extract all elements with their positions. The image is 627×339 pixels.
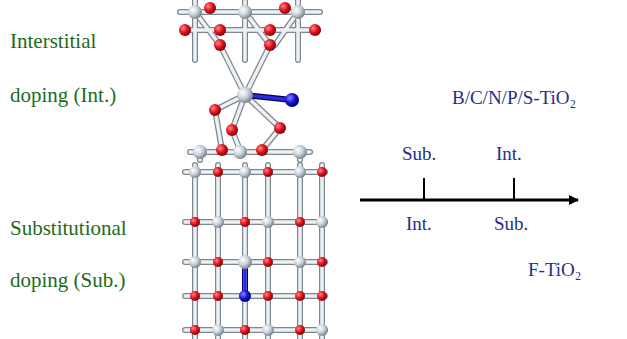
atom-ball <box>317 167 327 177</box>
atom-ball <box>204 2 216 14</box>
atom-ball <box>294 256 306 268</box>
bond-stick <box>243 165 247 339</box>
bond-outline <box>192 165 198 339</box>
atom-ball <box>263 167 273 177</box>
bond-outline <box>297 165 303 339</box>
atom-ball <box>291 5 305 19</box>
atom-ball <box>212 216 224 228</box>
atom-ball <box>309 24 321 36</box>
atom-ball <box>256 144 268 156</box>
atom-ball <box>262 324 274 336</box>
atom-ball <box>263 291 273 301</box>
atom-ball <box>179 24 191 36</box>
bond-stick <box>320 165 324 339</box>
dopant-group-label: F-TiO₂ <box>528 258 623 282</box>
atom-ball <box>316 216 328 228</box>
atom-ball <box>262 216 274 228</box>
atom-ball <box>233 145 247 159</box>
atom-ball <box>293 145 307 159</box>
axis-label: Sub. <box>494 212 554 236</box>
atom-ball <box>190 325 200 335</box>
atom-ball <box>263 257 273 267</box>
atom-ball <box>239 166 251 178</box>
atom-ball <box>274 122 286 134</box>
bond-outline <box>242 165 248 339</box>
atom-ball <box>238 255 252 269</box>
atom-ball <box>316 324 328 336</box>
bond-outline <box>319 165 325 339</box>
atom-balls <box>179 2 328 336</box>
bond-stick <box>298 165 302 339</box>
bond-stick <box>266 165 270 339</box>
atom-ball <box>212 324 224 336</box>
bond-outline <box>220 45 245 95</box>
atom-ball <box>213 291 223 301</box>
dopant-group-label: B/C/N/P/S-TiO₂ <box>452 86 624 110</box>
atom-ball <box>213 167 223 177</box>
bond-outline <box>190 149 310 155</box>
method-label: Substitutional doping (Sub.) <box>10 202 170 306</box>
axis-label: Int. <box>496 142 556 166</box>
axis-label: Sub. <box>402 142 462 166</box>
atom-ball <box>240 217 250 227</box>
atom-ball <box>214 24 226 36</box>
atom-ball <box>264 39 276 51</box>
bond-stick <box>215 110 222 150</box>
atom-ball <box>189 256 201 268</box>
atom-ball <box>279 2 291 14</box>
bond-stick <box>245 45 270 95</box>
atom-ball <box>238 5 252 19</box>
atom-ball <box>317 257 327 267</box>
bond-outline <box>215 165 221 339</box>
atom-ball <box>209 104 221 116</box>
bond-sticks <box>180 0 325 339</box>
axis-tick <box>423 178 425 200</box>
axis-label: Int. <box>406 212 466 236</box>
atom-ball <box>317 291 327 301</box>
atom-ball <box>190 217 200 227</box>
atom-ball <box>295 291 305 301</box>
bond-stick <box>193 165 197 339</box>
bond-outline <box>245 45 270 95</box>
axis-arrow <box>360 199 578 202</box>
atom-ball <box>226 124 238 136</box>
bond-outline <box>265 165 271 339</box>
atom-ball <box>190 291 200 301</box>
atom-ball <box>193 145 207 159</box>
method-label: Interstitial doping (Int.) <box>10 14 150 122</box>
atom-ball <box>239 290 251 302</box>
atom-ball <box>295 325 305 335</box>
axis-tick <box>513 178 515 200</box>
bond-stick <box>190 150 310 154</box>
bond-stick <box>185 28 318 32</box>
bond-outline <box>215 110 222 150</box>
atom-ball <box>240 325 250 335</box>
atom-ball <box>189 166 201 178</box>
atom-ball <box>213 257 223 267</box>
atom-ball <box>264 24 276 36</box>
atom-ball <box>295 217 305 227</box>
trend-axis <box>360 178 578 200</box>
bond-stick <box>220 45 245 95</box>
bond-stick <box>216 165 220 339</box>
atom-ball <box>285 93 299 107</box>
atom-ball <box>237 87 253 103</box>
atom-ball <box>216 144 228 156</box>
atom-ball <box>188 5 202 19</box>
atom-ball <box>214 39 226 51</box>
atom-ball <box>294 166 306 178</box>
